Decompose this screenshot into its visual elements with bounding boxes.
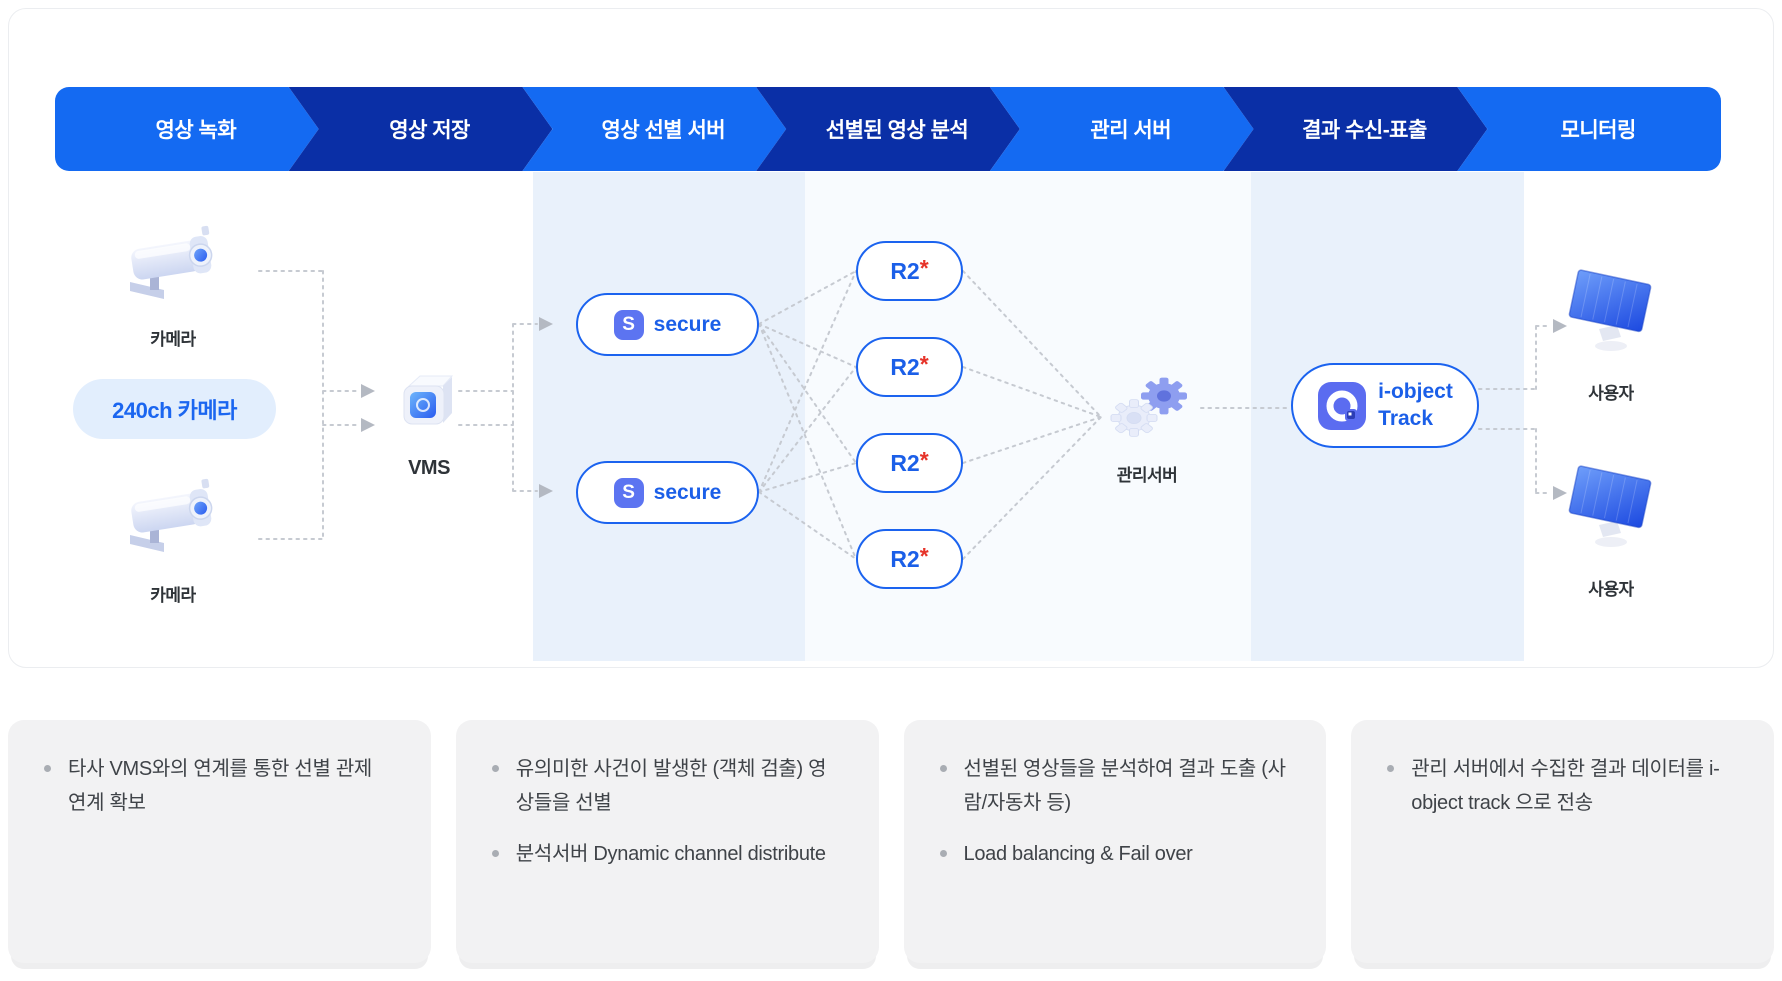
iobject-track-label: i-object Track <box>1378 379 1453 432</box>
camera-top-label: 카메라 <box>150 330 196 349</box>
card-vms-integration: 타사 VMS와의 연계를 통한 선별 관제 연계 확보 <box>8 720 431 963</box>
r2-asterisk: * <box>919 542 929 569</box>
r2-label: R2 <box>890 449 920 476</box>
flow-step-storage: 영상 저장 <box>289 87 553 171</box>
flow-step-label: 모니터링 <box>1560 119 1637 142</box>
channel-count-badge: 240ch 카메라 <box>73 379 276 439</box>
cctv-camera-icon <box>118 471 228 561</box>
process-flow-bar: 영상 녹화 영상 저장 영상 선별 서버 선별된 영상 분석 관리 서버 결과 … <box>55 87 1721 171</box>
vms-label: VMS <box>408 457 450 479</box>
card-result-transfer: 관리 서버에서 수집한 결과 데이터를 i-object track 으로 전송 <box>1351 720 1774 963</box>
secure-server-node: S secure <box>576 293 759 356</box>
r2-asterisk: * <box>919 254 929 281</box>
iobject-label-line2: Track <box>1378 406 1434 430</box>
vms-server-icon <box>396 371 462 433</box>
analysis-node-r2: R2* <box>856 433 963 493</box>
analysis-node-r2: R2* <box>856 529 963 589</box>
bullet-item: 선별된 영상들을 분석하여 결과 도출 (사람/자동차 등) <box>934 752 1291 821</box>
iobject-label-line1: i-object <box>1378 380 1453 404</box>
flow-step-management-server: 관리 서버 <box>990 87 1254 171</box>
bullet-item: 관리 서버에서 수집한 결과 데이터를 i-object track 으로 전송 <box>1381 752 1738 821</box>
architecture-diagram: 영상 녹화 영상 저장 영상 선별 서버 선별된 영상 분석 관리 서버 결과 … <box>8 8 1774 668</box>
connector-lines <box>258 270 1567 560</box>
flow-step-label: 결과 수신-표출 <box>1302 119 1427 142</box>
flow-step-label: 영상 선별 서버 <box>601 119 726 142</box>
iobject-track-icon <box>1318 381 1367 430</box>
flow-step-monitoring: 모니터링 <box>1457 87 1721 171</box>
bullet-item: 타사 VMS와의 연계를 통한 선별 관제 연계 확보 <box>38 752 395 821</box>
secure-logo-icon: S <box>613 477 644 508</box>
flow-step-analysis: 선별된 영상 분석 <box>756 87 1020 171</box>
management-server-label: 관리서버 <box>1116 466 1178 485</box>
r2-label: R2 <box>890 545 920 572</box>
iobject-track-node: i-object Track <box>1291 363 1479 448</box>
secure-label: secure <box>653 312 722 336</box>
arrowheads <box>361 317 1567 500</box>
r2-label: R2 <box>890 257 920 284</box>
flow-step-label: 관리 서버 <box>1090 119 1172 142</box>
user-bottom-label: 사용자 <box>1588 580 1634 599</box>
user-monitor-icon <box>1563 267 1661 359</box>
analysis-node-r2: R2* <box>856 337 963 397</box>
flow-step-result-display: 결과 수신-표출 <box>1224 87 1488 171</box>
flow-step-label: 영상 녹화 <box>155 119 237 142</box>
bullet-item: 유의미한 사건이 발생한 (객체 검출) 영상들을 선별 <box>486 752 843 821</box>
analysis-node-r2: R2* <box>856 241 963 301</box>
secure-server-node: S secure <box>576 461 759 524</box>
bullet-item: Load balancing & Fail over <box>934 837 1291 871</box>
card-selection-server: 유의미한 사건이 발생한 (객체 검출) 영상들을 선별 분석서버 Dynami… <box>455 720 879 963</box>
secure-logo-icon: S <box>613 309 644 340</box>
cctv-camera-icon <box>118 218 228 308</box>
management-server-gears-icon <box>1104 366 1200 450</box>
user-top-label: 사용자 <box>1588 384 1634 403</box>
r2-asterisk: * <box>919 446 929 473</box>
secure-label: secure <box>653 480 722 504</box>
r2-asterisk: * <box>919 350 929 377</box>
bullet-item: 분석서버 Dynamic channel distribute <box>486 837 843 871</box>
flow-step-recording: 영상 녹화 <box>55 87 319 171</box>
highlight-band-selection-server <box>533 172 805 661</box>
flow-step-label: 영상 저장 <box>389 119 470 142</box>
description-cards: 타사 VMS와의 연계를 통한 선별 관제 연계 확보 유의미한 사건이 발생한… <box>8 720 1774 963</box>
camera-bottom-label: 카메라 <box>150 586 196 605</box>
flow-step-selection-server: 영상 선별 서버 <box>522 87 786 171</box>
user-monitor-icon <box>1563 463 1661 555</box>
card-analysis: 선별된 영상들을 분석하여 결과 도출 (사람/자동차 등) Load bala… <box>903 720 1327 963</box>
r2-label: R2 <box>890 353 920 380</box>
flow-step-label: 선별된 영상 분석 <box>825 119 969 142</box>
